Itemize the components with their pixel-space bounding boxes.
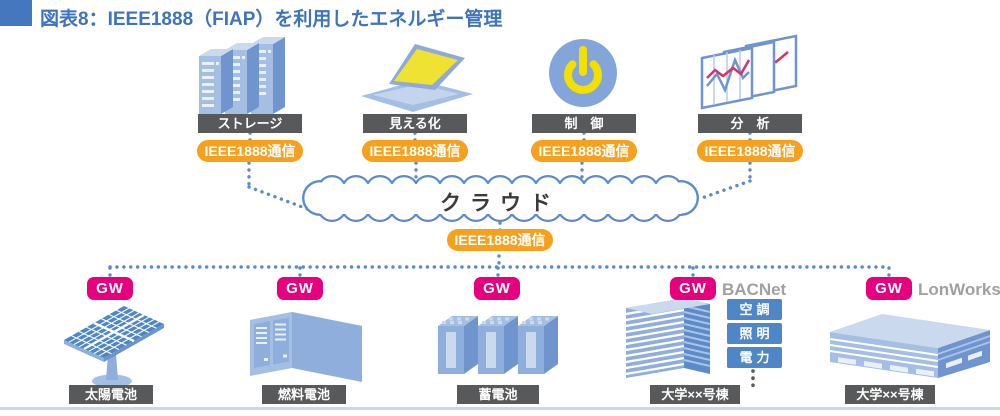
node-label-fuel-cell: 燃料電池 <box>262 385 346 404</box>
bottom-divider <box>0 407 1000 410</box>
node-label-storage: ストレージ <box>198 114 302 133</box>
node-label-solar: 太陽電池 <box>69 385 153 404</box>
ieee1888-badge-storage: IEEE1888通信 <box>197 140 303 162</box>
line-charts-icon <box>700 34 798 110</box>
protocol-label-bacnet: BACNet <box>722 280 787 299</box>
building-icon <box>625 298 711 378</box>
gw-badge-building-bacnet: GW <box>670 277 716 300</box>
cloud-label: クラウド <box>440 192 560 215</box>
laptop-icon <box>361 44 473 112</box>
ieee1888-badge-analysis: IEEE1888通信 <box>697 140 803 162</box>
node-label-building-lonworks: 大学××号棟 <box>845 385 935 404</box>
node-label-visualization: 見える化 <box>363 114 467 133</box>
ieee1888-badge-visualization: IEEE1888通信 <box>362 140 468 162</box>
figure-title: 図表8：IEEE1888（FIAP）を利用したエネルギー管理 <box>40 9 503 30</box>
gw-badge-building-lonworks: GW <box>866 277 912 300</box>
gw-badge-fuel-cell: GW <box>277 277 323 300</box>
protocol-label-lonworks: LonWorks <box>918 280 1000 299</box>
battery-icon <box>438 316 558 374</box>
building-icon <box>829 314 991 378</box>
subsystem-hvac: 空調 <box>727 299 782 320</box>
subsystem-power: 電力 <box>727 347 782 368</box>
ieee1888-badge-control: IEEE1888通信 <box>531 140 637 162</box>
solar-panel-icon <box>64 306 164 388</box>
server-rack-icon <box>199 37 285 114</box>
fuel-cell-icon <box>250 312 362 382</box>
gw-badge-battery: GW <box>474 277 520 300</box>
ieee1888-badge-cloud: IEEE1888通信 <box>447 229 553 251</box>
node-label-analysis: 分 析 <box>698 114 802 133</box>
gw-badge-solar: GW <box>87 277 133 300</box>
cloud-shape <box>302 175 699 222</box>
power-button-icon <box>549 39 617 107</box>
node-label-battery: 蓄電池 <box>457 385 539 404</box>
subsystem-lighting: 照明 <box>727 323 782 344</box>
node-label-control: 制 御 <box>532 114 636 133</box>
title-marker <box>0 0 32 26</box>
node-label-building-bacnet: 大学××号棟 <box>650 385 740 404</box>
